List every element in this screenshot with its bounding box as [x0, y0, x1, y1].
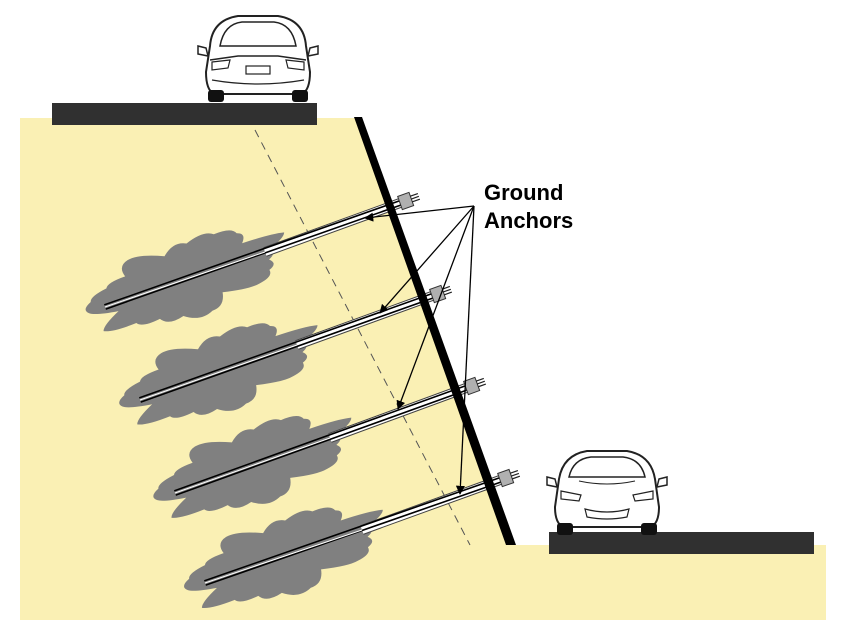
- label-line-1: Ground: [484, 180, 563, 205]
- tendon-strand: [175, 389, 468, 496]
- upper-road-slab: [52, 103, 317, 125]
- retaining-wall: [354, 117, 516, 545]
- tendon-strand: [105, 204, 401, 310]
- anchor-head: [497, 468, 521, 488]
- tendon-strand: [204, 477, 500, 582]
- bond-length-line: [204, 529, 363, 584]
- label-leader-lines: [364, 205, 475, 495]
- bond-length-line: [104, 251, 266, 308]
- tendon-strand: [173, 385, 466, 492]
- ground-anchors-label: Ground Anchors: [484, 180, 573, 233]
- tendon-strand: [104, 200, 400, 306]
- car-rear-icon: [197, 15, 319, 102]
- lower-road-slab: [549, 532, 814, 554]
- leader-line-1: [364, 205, 475, 222]
- tendon-strand: [140, 297, 434, 403]
- free-length-sheath-fill: [328, 384, 468, 442]
- ground-anchor-3: [153, 376, 487, 518]
- ground-anchors: [85, 191, 521, 609]
- failure-plane-line: [254, 129, 471, 546]
- anchor-head: [397, 191, 421, 211]
- bond-length-line: [174, 437, 331, 494]
- bond-length-line: [139, 344, 298, 401]
- tendon-strand: [205, 481, 501, 586]
- label-line-2: Anchors: [484, 208, 573, 233]
- anchor-head: [462, 376, 487, 396]
- ground-anchor-4: [183, 468, 521, 609]
- leader-line-3: [396, 205, 475, 410]
- car-front-icon: [546, 450, 668, 535]
- leader-line-2: [379, 205, 475, 314]
- ground-anchor-1: [85, 191, 421, 332]
- free-length-sheath-fill: [263, 199, 402, 256]
- leader-line-4: [455, 205, 475, 495]
- free-length-sheath-fill: [295, 292, 434, 349]
